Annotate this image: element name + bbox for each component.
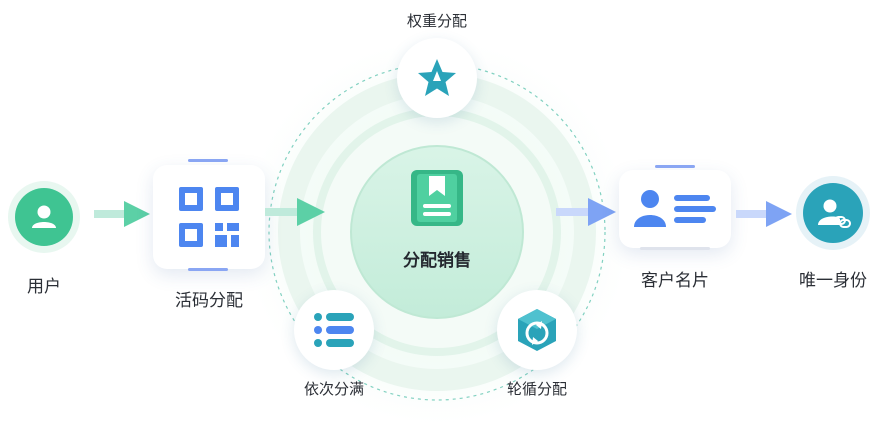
user-link-icon [818,199,851,228]
arrow-right-icon [736,201,792,227]
round-robin-label: 轮循分配 [506,380,568,398]
arrow-right-icon [556,198,616,226]
customer-card-label: 客户名片 [641,271,709,291]
business-card-icon [634,190,716,227]
customer-card [619,170,731,248]
star-icon [418,59,456,96]
book-icon [409,168,465,228]
user-node [8,181,80,253]
user-label: 用户 [27,277,61,297]
sequence-node [294,290,374,370]
customer-card-top-bar [655,165,695,168]
customer-card-bottom-bar [640,247,710,250]
identity-label: 唯一身份 [799,271,867,291]
arrow-right-icon [94,201,150,227]
qr-card-bottom-bar [188,268,228,271]
qr-code-icon [179,187,239,247]
sequence-label: 依次分满 [303,380,365,398]
round-robin-node [497,290,577,370]
identity-node [796,176,870,250]
weight-label: 权重分配 [406,12,468,30]
user-icon [32,205,56,228]
qr-code-card [153,165,265,269]
list-icon [314,313,354,347]
cycle-box-icon [518,309,556,351]
arrow-right-icon [265,198,325,226]
qr-card-top-bar [188,159,228,162]
qr-label: 活码分配 [175,291,243,311]
center-label: 分配销售 [403,251,471,271]
weight-node [397,38,477,118]
